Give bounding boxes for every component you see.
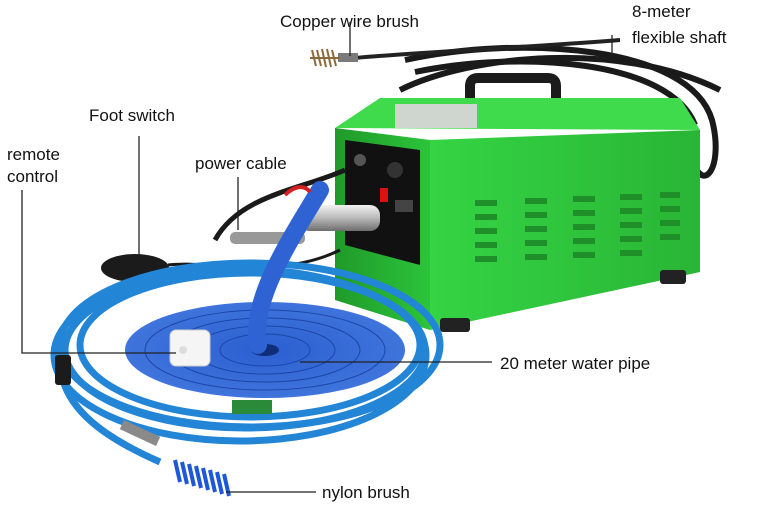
remote-control-label-line2: control	[7, 167, 59, 186]
remote-control-label-line1: remote	[7, 145, 60, 164]
foot-switch-label: Foot switch	[89, 106, 175, 125]
copper-wire-brush	[310, 38, 621, 68]
blue-hose	[50, 259, 444, 445]
copper-wire-brush-label: Copper wire brush	[280, 12, 419, 31]
nylon-brush	[173, 459, 231, 497]
flexible-shaft-label-line2: flexible shaft	[632, 28, 727, 47]
nylon-brush-label: nylon brush	[322, 483, 410, 502]
remote-control	[169, 329, 211, 367]
callout-lines	[21, 22, 613, 493]
flexible-shaft-label-line1: 8-meter	[632, 2, 691, 21]
water-pipe-label: 20 meter water pipe	[500, 354, 651, 373]
power-cable-label: power cable	[195, 154, 287, 173]
